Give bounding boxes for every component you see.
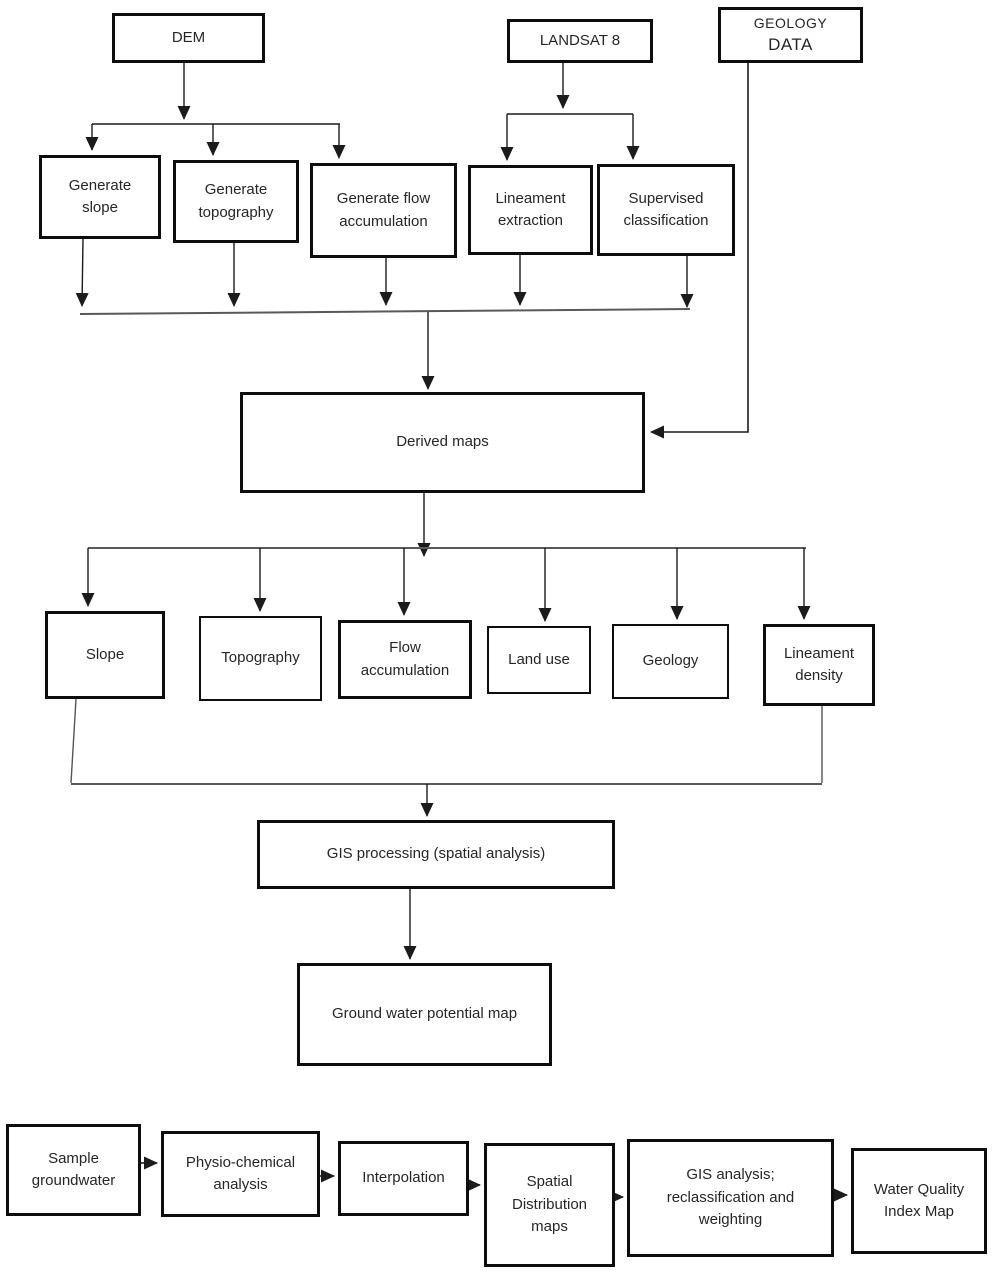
node-land-use-label: Land use	[508, 650, 570, 668]
edge-group-derived-fanout	[81, 493, 811, 622]
node-gis-processing-label: GIS processing (spatial analysis)	[326, 845, 546, 863]
node-gis-processing: GIS processing (spatial analysis)	[257, 820, 615, 889]
node-physio-chemical-analysis: Physio-chemical analysis	[161, 1131, 320, 1217]
node-supervised-classification: Supervised classification	[597, 164, 735, 256]
node-lineament-extraction: Lineament extraction	[468, 165, 593, 255]
node-derived-maps: Derived maps	[240, 392, 645, 493]
node-generate-slope: Generate slope	[39, 155, 161, 239]
node-physio-chemical-analysis-label: Physio-chemical analysis	[185, 1153, 296, 1194]
node-dem-label: DEM	[171, 28, 206, 46]
node-topography-label: Topography	[221, 649, 300, 667]
node-slope-label: Slope	[85, 645, 125, 663]
edge-group-landsat	[500, 63, 640, 161]
node-spatial-distribution-maps: Spatial Distribution maps	[484, 1143, 615, 1267]
node-flow-accumulation: Flow accumulation	[338, 620, 472, 699]
node-landsat-8-label: LANDSAT 8	[539, 31, 621, 49]
node-lineament-density: Lineament density	[763, 624, 875, 706]
node-sample-groundwater-label: Sample groundwater	[31, 1149, 116, 1190]
node-derived-maps-label: Derived maps	[396, 433, 489, 451]
node-gis-analysis-label: GIS analysis; reclassification and weigh…	[666, 1166, 795, 1229]
node-land-use: Land use	[487, 626, 591, 694]
node-landsat-8: LANDSAT 8	[507, 19, 653, 63]
node-groundwater-potential-map-label: Ground water potential map	[331, 1005, 518, 1023]
node-interpolation-label: Interpolation	[362, 1169, 445, 1187]
edge-group-collector-top	[75, 238, 694, 390]
node-generate-flow-accumulation: Generate flow accumulation	[310, 163, 457, 258]
node-gis-analysis: GIS analysis; reclassification and weigh…	[627, 1139, 834, 1257]
node-generate-slope-label: Generate slope	[68, 176, 132, 217]
node-generate-topography-label: Generate topography	[198, 181, 274, 221]
node-water-quality-index-map: Water Quality Index Map	[851, 1148, 987, 1254]
node-slope: Slope	[45, 611, 165, 699]
node-water-quality-index-map-label: Water Quality Index Map	[873, 1180, 965, 1221]
node-generate-topography: Generate topography	[173, 160, 299, 243]
node-supervised-classification-label: Supervised classification	[623, 189, 709, 230]
node-geology-label: Geology	[642, 652, 699, 670]
node-dem: DEM	[112, 13, 265, 63]
node-geology-data: GEOLOGY DATA	[718, 7, 863, 63]
node-generate-flow-accumulation-label: Generate flow accumulation	[336, 190, 431, 230]
edge-group-dem	[85, 63, 346, 159]
node-geology-data-label: GEOLOGY DATA	[753, 14, 828, 54]
node-flow-accumulation-label: Flow accumulation	[360, 639, 450, 679]
node-sample-groundwater: Sample groundwater	[6, 1124, 141, 1216]
node-spatial-distribution-maps-label: Spatial Distribution maps	[511, 1173, 588, 1236]
node-lineament-density-label: Lineament density	[783, 644, 855, 685]
edge-group-collector-bottom	[70, 698, 823, 817]
node-interpolation: Interpolation	[338, 1141, 469, 1216]
node-lineament-extraction-label: Lineament extraction	[495, 189, 566, 230]
node-geology: Geology	[612, 624, 729, 699]
node-topography: Topography	[199, 616, 322, 701]
node-groundwater-potential-map: Ground water potential map	[297, 963, 552, 1066]
